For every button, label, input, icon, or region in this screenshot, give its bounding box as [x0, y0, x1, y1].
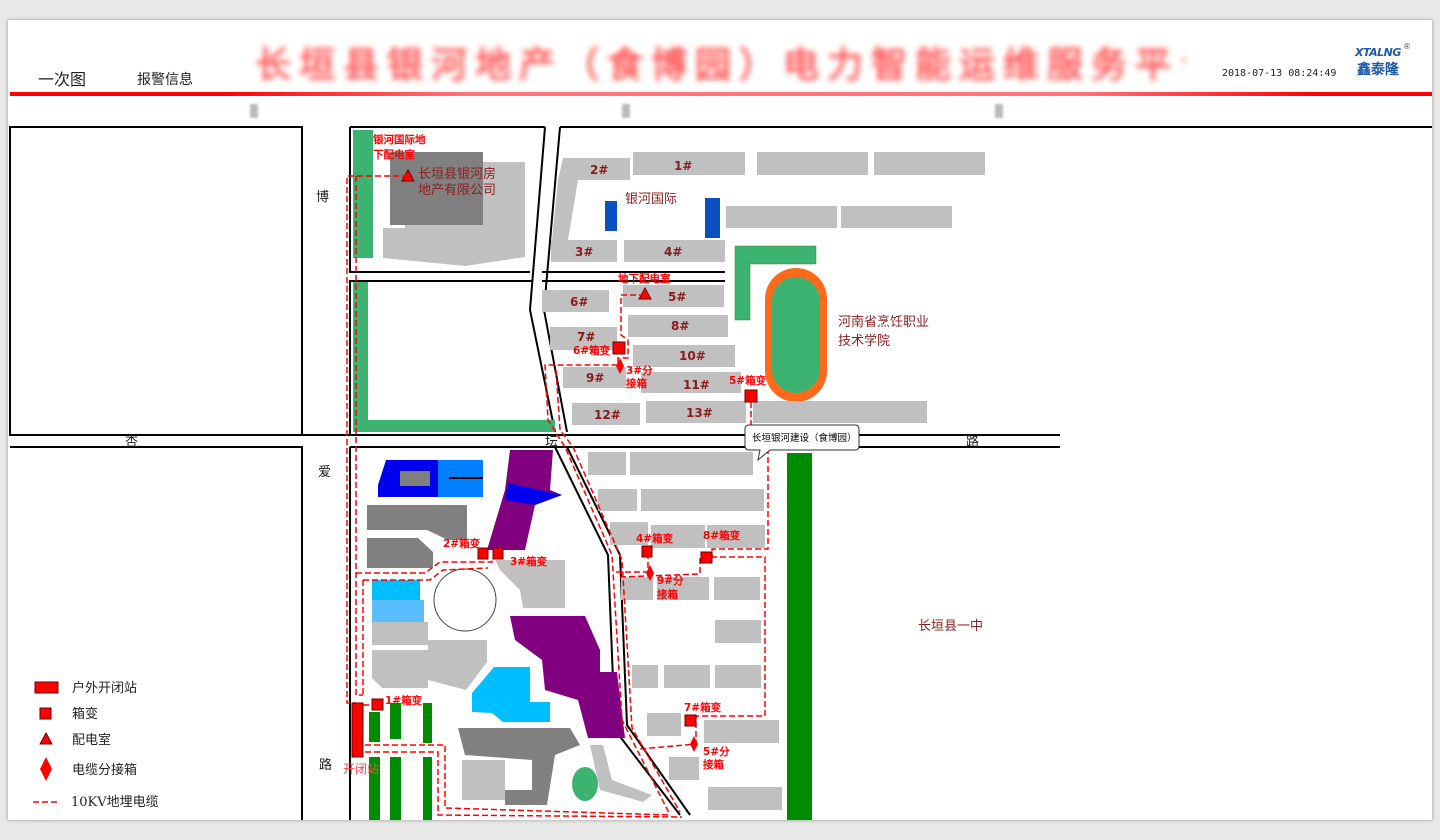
building-label: 6# — [570, 295, 588, 309]
road-lines — [9, 126, 1432, 820]
junction-label: 5#分 — [703, 745, 730, 758]
transformer-label: 6#箱变 — [573, 344, 611, 357]
transformer-label: 5#箱变 — [729, 374, 767, 387]
box-transformer-7[interactable] — [684, 714, 697, 727]
box-transformer-8[interactable] — [700, 551, 713, 564]
college-label: 河南省烹饪职业 — [838, 314, 929, 330]
legend-label: 电缆分接箱 — [72, 762, 137, 778]
box-transformer-3[interactable] — [492, 547, 504, 560]
blurred-mark — [250, 104, 258, 118]
sports-field — [772, 277, 820, 393]
junction-label: 9#分 — [657, 574, 684, 587]
transformer-label: 4#箱变 — [636, 532, 674, 545]
junction-label: 接箱 — [703, 758, 724, 771]
blurred-mark — [995, 104, 1003, 118]
logo-text: 鑫泰隆 — [1356, 62, 1399, 78]
junction-box-5[interactable] — [690, 736, 698, 752]
page-title: 长垣县银河地产（食博园）电力智能运维服务平台 — [255, 45, 1185, 86]
junction-box-3[interactable] — [616, 358, 624, 374]
tab-alarm-info[interactable]: 报警信息 — [137, 72, 193, 88]
legend-label: 户外开闭站 — [72, 680, 137, 696]
building-label: 9# — [586, 371, 604, 385]
transformer-label: 8#箱变 — [703, 529, 741, 542]
junction-label: 3#分 — [626, 364, 653, 377]
box-transformer-2[interactable] — [477, 547, 489, 560]
logo-text: XTALNG — [1355, 46, 1401, 59]
building-label: 12# — [594, 408, 621, 422]
green-belt — [734, 245, 817, 321]
transformer-label: 1#箱变 — [385, 694, 423, 707]
transformer-label: 2#箱变 — [443, 537, 481, 550]
legend-transformer-icon — [39, 707, 52, 720]
transformer-label: 3#箱变 — [510, 555, 548, 568]
header-divider — [10, 92, 1432, 96]
callout-text: 长垣银河建设（食博园） — [752, 432, 857, 444]
road-label-xingtan: 路 — [966, 434, 979, 450]
road-label-boai: 爱 — [318, 465, 331, 480]
buildings-block-c — [542, 285, 927, 425]
junction-label: 接箱 — [657, 588, 678, 601]
box-transformer-4[interactable] — [641, 545, 653, 558]
building-label: 13# — [686, 406, 713, 420]
road-label-boai: 路 — [319, 757, 332, 773]
datetime: 2018-07-13 08:24:49 — [1222, 68, 1337, 79]
buildings-yinhe — [551, 152, 985, 262]
green-belt — [787, 453, 812, 820]
blurred-mark — [622, 104, 630, 118]
box-transformer-5[interactable] — [744, 389, 758, 403]
buildings-east — [588, 452, 782, 810]
building-label: 11# — [683, 378, 710, 392]
building-label: 5# — [668, 290, 686, 304]
logo: XTALNG 鑫泰隆 ® — [1355, 42, 1411, 79]
legend-label: 箱变 — [72, 706, 98, 722]
company-label: 地产有限公司 — [418, 183, 496, 198]
junction-box-9[interactable] — [646, 565, 654, 581]
legend-label: 配电室 — [72, 732, 111, 748]
building-label: 8# — [671, 319, 689, 333]
building-label: 7# — [577, 330, 595, 344]
building-label: 1# — [674, 159, 692, 173]
yinhe-intl-label: 银河国际 — [625, 192, 677, 207]
legend: 户外开闭站 箱变 配电室 电缆分接箱 10KV地埋电缆 — [33, 680, 159, 810]
room2-label: 地下配电室 — [618, 272, 671, 285]
legend-switch-station-icon — [34, 681, 59, 694]
buildings-food-expo — [367, 450, 652, 820]
switch-station-label: 开闭站 — [343, 762, 379, 776]
building-label: 4# — [664, 245, 682, 259]
tab-primary-diagram[interactable]: 一次图 — [38, 70, 87, 89]
school-label: 长垣县一中 — [918, 619, 983, 634]
building-label: 3# — [575, 245, 593, 259]
box-transformer-1[interactable] — [371, 698, 384, 711]
road-label-xingtan: 杏 — [125, 435, 138, 450]
transformer-label: 7#箱变 — [684, 701, 722, 714]
green-belt — [353, 282, 555, 432]
legend-junction-icon — [40, 757, 52, 781]
road-label-xingtan: 坛 — [545, 435, 558, 450]
legend-label: 10KV地埋电缆 — [71, 794, 159, 810]
box-transformer-6[interactable] — [612, 341, 626, 355]
company-label: 长垣县银河房 — [418, 166, 496, 182]
legend-room-icon — [39, 731, 53, 745]
road-label-boai: 博 — [316, 190, 329, 205]
room1-label: 银河国际地 — [373, 133, 426, 146]
building-label: 2# — [590, 163, 608, 177]
room1-label: 下配电室 — [373, 148, 415, 161]
distribution-room-icon[interactable] — [638, 286, 652, 300]
green-belt — [353, 130, 373, 258]
registered-mark: ® — [1402, 42, 1411, 51]
junction-label: 接箱 — [626, 377, 647, 390]
building-label: 10# — [679, 349, 706, 363]
switch-station[interactable] — [351, 702, 364, 758]
college-label: 技术学院 — [838, 333, 890, 349]
project-callout[interactable]: 长垣银河建设（食博园） — [744, 424, 860, 462]
company-building — [390, 152, 483, 225]
